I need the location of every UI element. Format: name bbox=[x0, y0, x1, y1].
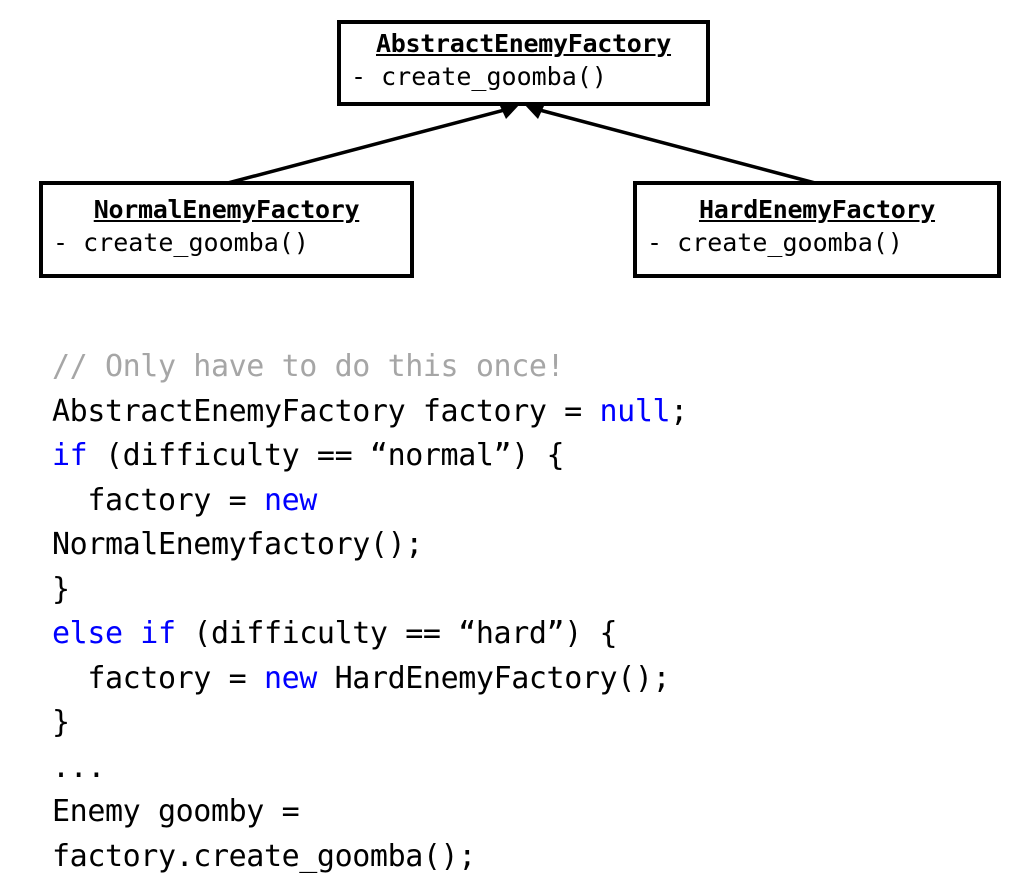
code-line: } bbox=[52, 701, 992, 746]
code-token-plain: ... bbox=[52, 749, 105, 785]
code-token-keyword: else if bbox=[52, 616, 176, 651]
uml-class-member-hard: - create_goomba() bbox=[647, 228, 903, 257]
code-token-plain: factory = bbox=[52, 482, 264, 518]
code-line: factory = new HardEnemyFactory(); bbox=[52, 657, 992, 702]
code-token-plain: (difficulty == “hard”) { bbox=[175, 616, 618, 651]
code-token-plain: (difficulty == “normal”) { bbox=[87, 438, 565, 473]
code-line: ... bbox=[52, 746, 992, 791]
code-token-keyword: new bbox=[263, 482, 317, 518]
code-snippet: // Only have to do this once! AbstractEne… bbox=[52, 345, 992, 879]
uml-class-member-normal: - create_goomba() bbox=[53, 228, 309, 257]
code-token-keyword: null bbox=[599, 393, 671, 429]
code-token-comment: // Only have to do this once! bbox=[52, 349, 565, 384]
code-token-plain: AbstractEnemyFactory factory = bbox=[52, 393, 600, 429]
code-token-plain: ; bbox=[670, 393, 688, 429]
code-token-plain: NormalEnemyfactory(); bbox=[52, 527, 423, 562]
inheritance-arrowhead-normal bbox=[500, 104, 520, 119]
uml-class-diagram: AbstractEnemyFactory - create_goomba() N… bbox=[0, 0, 1011, 300]
code-line: AbstractEnemyFactory factory = null; bbox=[52, 390, 992, 435]
code-token-keyword: if bbox=[52, 438, 88, 473]
code-token-keyword: new bbox=[263, 660, 317, 696]
uml-class-abstract-enemy-factory: AbstractEnemyFactory - create_goomba() bbox=[337, 20, 710, 106]
code-token-plain: HardEnemyFactory(); bbox=[316, 660, 671, 696]
inheritance-line-hard bbox=[531, 106, 816, 185]
inheritance-connectors bbox=[227, 104, 816, 185]
code-line: factory.create_goomba(); bbox=[52, 835, 992, 880]
code-line: factory = new bbox=[52, 479, 992, 524]
uml-class-member-abstract: - create_goomba() bbox=[351, 62, 607, 91]
uml-class-name-abstract: AbstractEnemyFactory bbox=[375, 29, 672, 58]
uml-class-hard-enemy-factory: HardEnemyFactory - create_goomba() bbox=[633, 181, 1001, 278]
uml-class-normal-enemy-factory: NormalEnemyFactory - create_goomba() bbox=[39, 181, 414, 278]
uml-class-name-hard: HardEnemyFactory bbox=[698, 195, 936, 224]
code-token-plain: factory = bbox=[52, 660, 264, 696]
code-line: } bbox=[52, 568, 992, 613]
code-line: else if (difficulty == “hard”) { bbox=[52, 612, 992, 657]
code-token-plain: } bbox=[52, 571, 70, 607]
code-token-plain: Enemy goomby = bbox=[52, 794, 300, 829]
inheritance-line-normal bbox=[227, 106, 513, 185]
code-line: // Only have to do this once! bbox=[52, 345, 992, 390]
inheritance-arrowhead-hard bbox=[524, 104, 544, 119]
uml-class-name-normal: NormalEnemyFactory bbox=[93, 195, 360, 224]
code-line: Enemy goomby = bbox=[52, 790, 992, 835]
code-token-plain: factory.create_goomba(); bbox=[52, 838, 476, 874]
code-token-plain: } bbox=[52, 705, 70, 740]
code-line: NormalEnemyfactory(); bbox=[52, 523, 992, 568]
code-line: if (difficulty == “normal”) { bbox=[52, 434, 992, 479]
